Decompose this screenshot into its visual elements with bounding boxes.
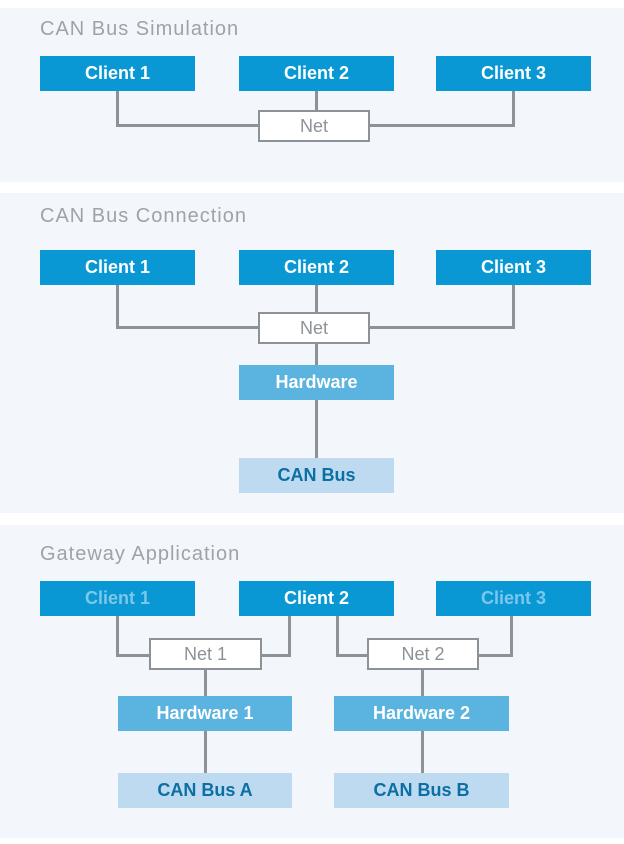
- connector-client1-to-net: [116, 124, 258, 127]
- hardware-2-box: Hardware 2: [334, 696, 509, 731]
- connector-client2-down-left: [288, 616, 291, 657]
- connector-client3-down: [512, 91, 515, 127]
- panel-can-bus-connection: CAN Bus Connection Client 1 Client 2 Cli…: [0, 193, 624, 513]
- panel-title-simulation: CAN Bus Simulation: [40, 18, 240, 40]
- connector-net2-to-hardware2: [421, 670, 424, 696]
- connector-client2-to-net1: [260, 654, 291, 657]
- client-3-box: Client 3: [436, 56, 591, 91]
- hardware-1-box: Hardware 1: [118, 696, 292, 731]
- connector-net-to-hardware: [315, 343, 318, 365]
- panel-title-connection: CAN Bus Connection: [40, 205, 247, 227]
- connector-client2-to-net: [315, 285, 318, 312]
- connector-client1-down: [116, 91, 119, 127]
- client-1-box: Client 1: [40, 250, 195, 285]
- connector-client1-down: [116, 616, 119, 657]
- connector-client3-to-net2: [477, 654, 513, 657]
- connector-client3-to-net: [370, 326, 514, 329]
- client-2-box: Client 2: [239, 581, 394, 616]
- client-3-box: Client 3: [436, 581, 591, 616]
- connector-client1-to-net1: [116, 654, 152, 657]
- client-1-box: Client 1: [40, 56, 195, 91]
- connector-client3-down: [512, 285, 515, 329]
- net-1-box: Net 1: [149, 638, 262, 670]
- connector-net1-to-hardware1: [204, 670, 207, 696]
- client-1-box: Client 1: [40, 581, 195, 616]
- can-bus-b-box: CAN Bus B: [334, 773, 509, 808]
- connector-client1-down: [116, 285, 119, 329]
- connector-client1-to-net: [116, 326, 258, 329]
- net-box: Net: [258, 110, 370, 142]
- connector-client3-down: [510, 616, 513, 657]
- connector-hardware2-to-canbusB: [421, 731, 424, 773]
- panel-gateway-application: Gateway Application Client 1 Client 2 Cl…: [0, 525, 624, 838]
- connector-client2-to-net2: [336, 654, 369, 657]
- can-bus-box: CAN Bus: [239, 458, 394, 493]
- connector-hardware-to-canbus: [315, 400, 318, 458]
- net-box: Net: [258, 312, 370, 344]
- connector-client2-to-net: [315, 91, 318, 110]
- panel-title-gateway: Gateway Application: [40, 543, 241, 565]
- client-3-box: Client 3: [436, 250, 591, 285]
- client-2-box: Client 2: [239, 250, 394, 285]
- panel-can-bus-simulation: CAN Bus Simulation Client 1 Client 2 Cli…: [0, 8, 624, 182]
- connector-client3-to-net: [370, 124, 514, 127]
- client-2-box: Client 2: [239, 56, 394, 91]
- hardware-box: Hardware: [239, 365, 394, 400]
- can-bus-a-box: CAN Bus A: [118, 773, 292, 808]
- net-2-box: Net 2: [367, 638, 479, 670]
- connector-hardware1-to-canbusA: [204, 731, 207, 773]
- connector-client2-down-right: [336, 616, 339, 657]
